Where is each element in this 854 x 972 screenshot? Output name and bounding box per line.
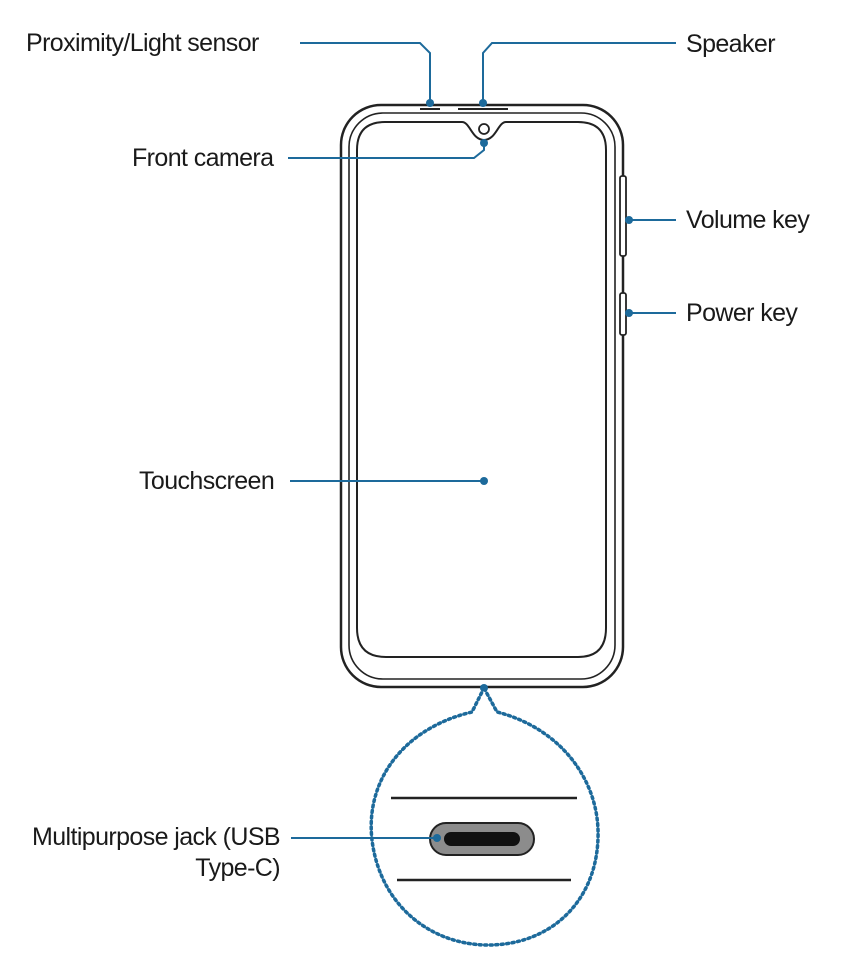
label-proximity-light-sensor: Proximity/Light sensor [26, 29, 259, 57]
label-touchscreen: Touchscreen [139, 467, 275, 495]
label-front-camera: Front camera [132, 144, 274, 172]
label-volume-key: Volume key [686, 206, 810, 234]
speaker-dot [479, 99, 487, 107]
label-multipurpose-jack-line2: Type-C) [195, 854, 280, 882]
volume-key [619, 175, 627, 257]
volume-key-dot [625, 216, 633, 224]
front-camera-dot [480, 139, 488, 147]
front-camera-lens [478, 123, 490, 135]
jack-dot [433, 834, 441, 842]
label-multipurpose-jack: Multipurpose jack (USB Type-C) [31, 822, 281, 884]
touchscreen-dot [480, 477, 488, 485]
proximity-sensor-dot [426, 99, 434, 107]
magnifier-outline [369, 684, 600, 947]
power-key-dot [625, 309, 633, 317]
label-power-key: Power key [686, 299, 798, 327]
label-multipurpose-jack-line1: Multipurpose jack (USB [31, 823, 281, 851]
proximity-sensor-callout [300, 42, 431, 103]
speaker-callout [482, 42, 676, 103]
label-speaker: Speaker [686, 30, 776, 58]
power-key [619, 292, 627, 336]
phone-body-inner [348, 112, 616, 680]
usb-port-tongue [444, 832, 520, 846]
touchscreen-outline [356, 121, 607, 658]
